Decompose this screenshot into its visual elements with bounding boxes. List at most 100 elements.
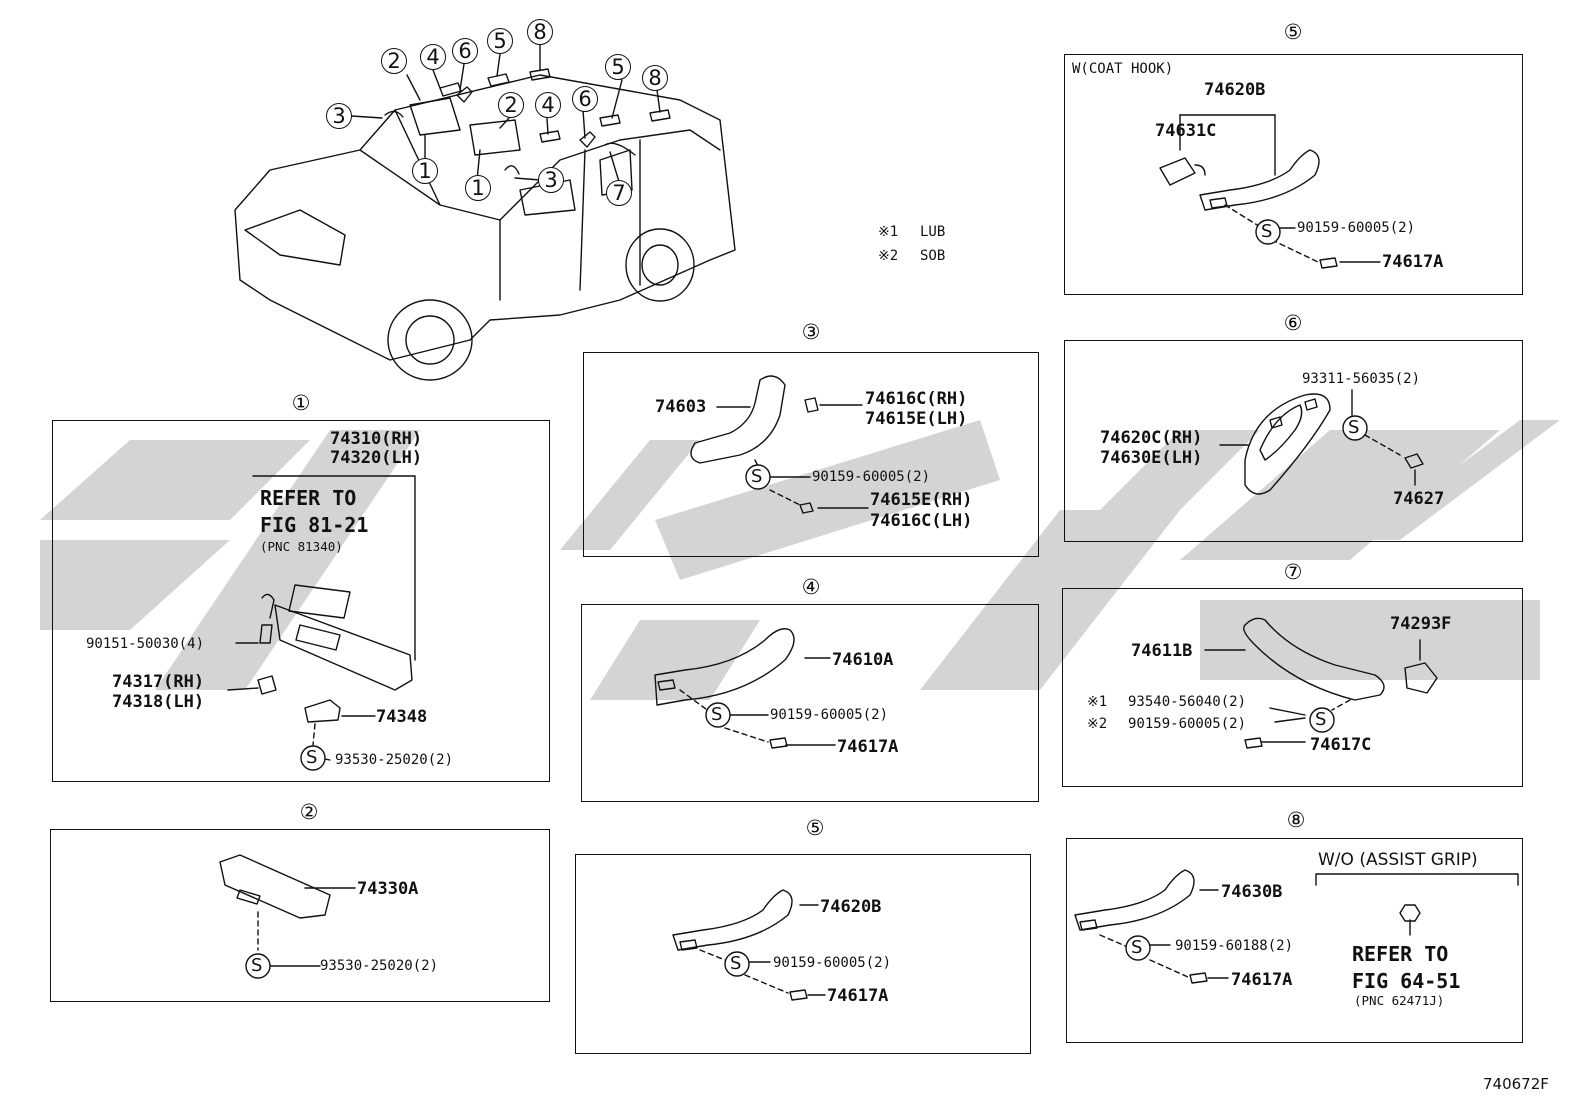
bolt-symbol: S — [751, 466, 763, 487]
panel-1 — [52, 420, 550, 782]
panel-2-caption: ② — [296, 800, 322, 826]
vehicle-callout-2: 2 — [498, 92, 524, 118]
part-screw-90159: 90159-60005(2) — [1128, 716, 1247, 732]
vehicle-callout-1: 1 — [465, 175, 491, 201]
part-screw1-mark: ※1 — [1087, 694, 1108, 710]
part-screw-90159: 90159-60005(2) — [812, 469, 931, 485]
part-screw-93530: 93530-25020(2) — [320, 958, 439, 974]
bolt-symbol: S — [251, 955, 263, 976]
part-screw-90159: 90159-60005(2) — [1297, 220, 1416, 236]
vehicle-illustration — [234, 44, 736, 381]
panel-5a-drawing — [1159, 114, 1381, 269]
part-grip-74610a: 74610A — [832, 650, 894, 670]
part-grip-74620b: 74620B — [820, 897, 882, 917]
part-grip-74630b: 74630B — [1221, 882, 1283, 902]
part-cap-74617c: 74617C — [1310, 735, 1372, 755]
part-holder-lh: 74318(LH) — [112, 692, 205, 712]
drawing-id: 740672F — [1483, 1075, 1549, 1093]
panel-8-caption: ⑧ — [1283, 808, 1309, 834]
vehicle-callout-8: 8 — [642, 65, 668, 91]
panel-5a-caption: ⑤ — [1280, 20, 1306, 46]
panel-6-caption: ⑥ — [1280, 311, 1306, 337]
panel-8-title: W/O (ASSIST GRIP) — [1318, 850, 1478, 870]
vehicle-callout-5: 5 — [487, 28, 513, 54]
part-cap-74627: 74627 — [1393, 489, 1445, 509]
refer-note-8: REFER TO FIG 64-51 (PNC 62471J) — [1352, 942, 1460, 1008]
part-cap-74617a: 74617A — [1382, 252, 1444, 272]
panel-8-drawing — [1074, 869, 1519, 984]
vehicle-callout-3: 3 — [538, 167, 564, 193]
panel-6 — [1064, 340, 1523, 542]
part-screw-93540: 93540-56040(2) — [1128, 694, 1247, 710]
refer-line-2: FIG 81-21 — [260, 513, 369, 537]
part-grip-lh: 74630E(LH) — [1100, 448, 1203, 468]
bolt-symbol: S — [1261, 221, 1273, 242]
vehicle-callout-8: 8 — [527, 19, 553, 45]
panel-7 — [1062, 588, 1523, 787]
bolt-symbol: S — [306, 747, 318, 768]
panel-3-drawing — [690, 375, 869, 514]
panel-3 — [583, 352, 1039, 557]
part-screw-93530: 93530-25020(2) — [335, 752, 454, 768]
vehicle-callout-4: 4 — [535, 92, 561, 118]
panel-5a-title: W(COAT HOOK) — [1072, 61, 1174, 77]
panel-4 — [581, 604, 1039, 802]
panel-5a — [1064, 54, 1523, 295]
panel-1-caption: ① — [288, 391, 314, 417]
part-screw-90159: 90159-60005(2) — [773, 955, 892, 971]
part-grip-74611b: 74611B — [1131, 641, 1193, 661]
vehicle-callout-7: 7 — [606, 180, 632, 206]
part-screw-90159: 90159-60005(2) — [770, 707, 889, 723]
part-screw-90151: 90151-50030(4) — [86, 636, 205, 652]
panel-5b-drawing — [672, 889, 826, 1001]
part-screw-90159: 90159-60188(2) — [1175, 938, 1294, 954]
part-grip-rh: 74620C(RH) — [1100, 428, 1203, 448]
vehicle-callout-1: 1 — [412, 158, 438, 184]
part-screw-93311: 93311-56035(2) — [1302, 371, 1421, 387]
refer-pnc: (PNC 81340) — [260, 539, 343, 554]
part-bracket-74293f: 74293F — [1390, 614, 1452, 634]
part-cap-rh: 74616C(RH) — [865, 389, 968, 409]
vehicle-callout-4: 4 — [420, 44, 446, 70]
vehicle-callout-3: 3 — [326, 103, 352, 129]
refer-note-1: REFER TO FIG 81-21 (PNC 81340) — [260, 486, 368, 554]
legend-text-2: SOB — [920, 248, 946, 264]
panel-4-drawing — [654, 628, 836, 749]
part-cap2-rh: 74615E(RH) — [870, 490, 973, 510]
bolt-symbol: S — [1348, 417, 1360, 438]
legend-text-1: LUB — [920, 224, 946, 240]
panel-1-drawing — [227, 475, 416, 761]
part-holder-rh: 74317(RH) — [112, 672, 205, 692]
vehicle-callout-6: 6 — [572, 86, 598, 112]
legend-mark-2: ※2 — [878, 248, 899, 264]
refer-line-1: REFER TO — [1352, 942, 1449, 966]
vehicle-callout-5: 5 — [605, 54, 631, 80]
panel-4-caption: ④ — [798, 575, 824, 601]
part-cap-74617a: 74617A — [837, 737, 899, 757]
part-visor-lh: 74320(LH) — [330, 448, 423, 468]
panel-7-drawing — [1204, 617, 1438, 749]
bolt-symbol: S — [1315, 709, 1327, 730]
bolt-symbol: S — [1131, 937, 1143, 958]
part-cover-74330a: 74330A — [357, 879, 419, 899]
panel-3-caption: ③ — [798, 320, 824, 346]
part-grip-74603: 74603 — [655, 397, 707, 417]
part-cap-74617a: 74617A — [1231, 970, 1293, 990]
part-cap-74617a: 74617A — [827, 986, 889, 1006]
refer-line-1: REFER TO — [260, 486, 357, 510]
panel-7-caption: ⑦ — [1280, 560, 1306, 586]
part-cap2-lh: 74616C(LH) — [870, 511, 973, 531]
panel-5b — [575, 854, 1031, 1054]
part-cap-lh: 74615E(LH) — [865, 409, 968, 429]
part-grip-74620b: 74620B — [1204, 80, 1266, 100]
panel-2-drawing — [219, 854, 356, 967]
refer-pnc: (PNC 62471J) — [1354, 993, 1445, 1008]
bolt-symbol: S — [711, 704, 723, 725]
panel-5b-caption: ⑤ — [802, 816, 828, 842]
part-visor-rh: 74310(RH) — [330, 429, 423, 449]
panel-6-drawing — [1219, 389, 1424, 495]
panel-8 — [1066, 838, 1523, 1043]
vehicle-callout-6: 6 — [452, 38, 478, 64]
